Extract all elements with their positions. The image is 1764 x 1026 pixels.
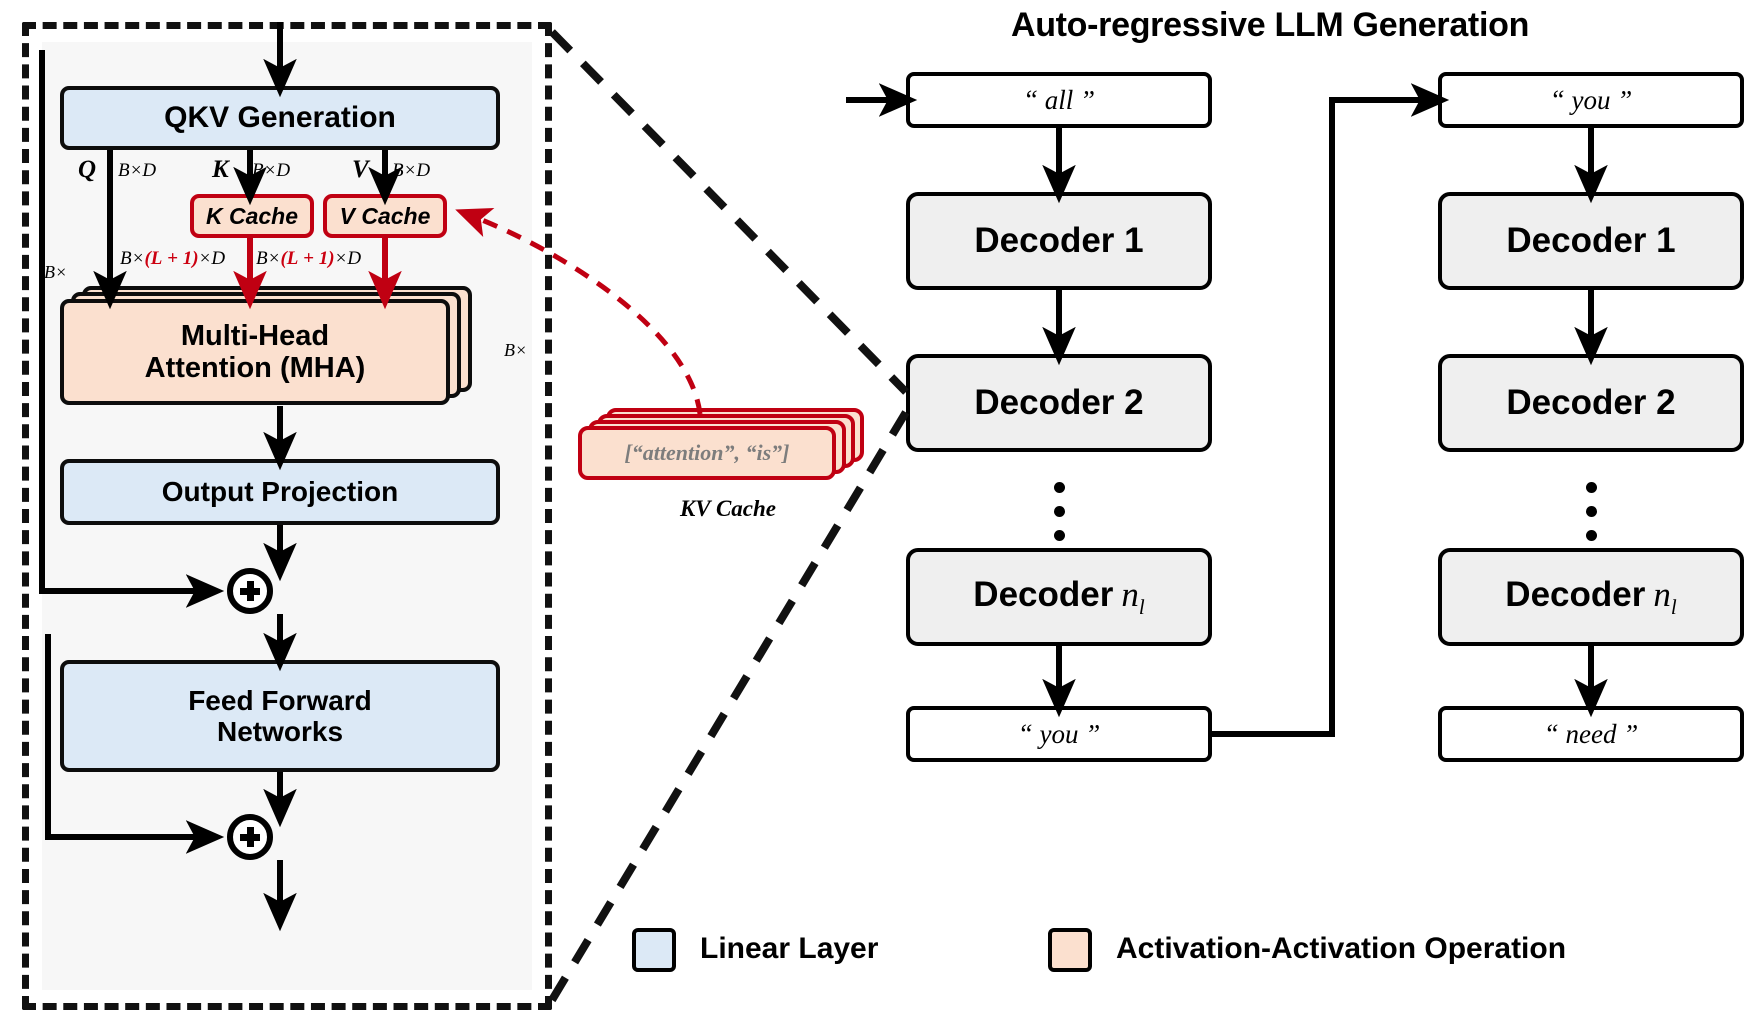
mha-label: Multi-Head Attention (MHA) (145, 320, 366, 385)
multi-head-attention-block[interactable]: Multi-Head Attention (MHA) (60, 299, 450, 405)
k-signal-label: K (212, 156, 229, 183)
legend-label-activation-op: Activation-Activation Operation (1116, 932, 1567, 965)
v-cache-label: V Cache (339, 202, 431, 229)
k-cache-label: K Cache (205, 202, 299, 229)
q-signal-label: Q (78, 156, 97, 183)
kv-batch-label: B× (504, 340, 528, 360)
kv-cache-content: [“attention”, “is”] (624, 440, 790, 465)
step1-decoder-nl-sub: l (1138, 594, 1145, 619)
step2-decoder-1-label: Decoder 1 (1506, 221, 1676, 260)
step2-decoder-nl-sub: l (1670, 594, 1677, 619)
v-cache-dim-label: B×(L + 1)×D (256, 248, 362, 269)
step2-decoder-ellipsis (1584, 482, 1598, 554)
kv-cache-caption: KV Cache (679, 496, 777, 521)
step2-decoder-nl-var: n (1653, 574, 1671, 614)
k-cache-dim-label: B×(L + 1)×D (120, 248, 226, 269)
transformer-panel-dashed-border (22, 22, 552, 1010)
mha-stack: Multi-Head Attention (MHA) (60, 286, 510, 406)
qkv-generation-label: QKV Generation (164, 101, 396, 135)
ffn-label-line1: Feed Forward (188, 684, 372, 716)
step2-decoder-1[interactable]: Decoder 1 (1438, 192, 1744, 290)
kv-cache-stack: [“attention”, “is”] (578, 408, 878, 488)
v-dim-label: B×D (392, 160, 431, 181)
k-cache-box[interactable]: K Cache (190, 194, 314, 238)
k-dim-label: B×D (252, 160, 291, 181)
legend-swatch-linear-layer (632, 928, 676, 972)
step1-decoder-2[interactable]: Decoder 2 (906, 354, 1212, 452)
ffn-label: Feed Forward Networks (188, 685, 372, 748)
step1-input-token-label: “ all ” (1022, 84, 1096, 115)
page-title: Auto-regressive LLM Generation (1010, 6, 1530, 44)
v-cache-box[interactable]: V Cache (323, 194, 447, 238)
step2-output-token[interactable]: “ need ” (1438, 706, 1744, 762)
residual-add-attention (227, 568, 273, 614)
step2-decoder-2-label: Decoder 2 (1506, 383, 1676, 422)
step1-decoder-nl-var: n (1121, 574, 1139, 614)
v-signal-label: V (352, 156, 369, 183)
mha-label-line1: Multi-Head (180, 319, 330, 352)
q-dim-label: B×D (118, 160, 157, 181)
step2-output-token-label: “ need ” (1543, 718, 1639, 749)
qkv-generation-block[interactable]: QKV Generation (60, 86, 500, 150)
step1-decoder-1[interactable]: Decoder 1 (906, 192, 1212, 290)
output-projection-label: Output Projection (161, 476, 399, 508)
output-projection-block[interactable]: Output Projection (60, 459, 500, 525)
step2-input-token[interactable]: “ you ” (1438, 72, 1744, 128)
residual-add-ffn (227, 814, 273, 860)
ffn-label-line2: Networks (216, 716, 344, 747)
feed-forward-networks-block[interactable]: Feed Forward Networks (60, 660, 500, 772)
step1-decoder-1-label: Decoder 1 (974, 221, 1144, 260)
kv-cache-box[interactable]: [“attention”, “is”] (578, 426, 836, 480)
legend-label-linear-layer: Linear Layer (700, 932, 879, 965)
step2-decoder-nl-prefix: Decoder (1505, 574, 1646, 614)
mha-label-line2: Attention (MHA) (144, 352, 366, 384)
step1-output-token-label: “ you ” (1017, 718, 1101, 749)
step1-decoder-2-label: Decoder 2 (974, 383, 1144, 422)
token-feedback-connector (1212, 83, 1450, 737)
legend-swatch-activation-op (1048, 928, 1092, 972)
step1-decoder-ellipsis (1052, 482, 1066, 554)
step1-decoder-nl-prefix: Decoder (973, 574, 1114, 614)
step1-input-token[interactable]: “ all ” (906, 72, 1212, 128)
step2-input-token-label: “ you ” (1549, 84, 1633, 115)
step2-decoder-2[interactable]: Decoder 2 (1438, 354, 1744, 452)
step1-output-token[interactable]: “ you ” (906, 706, 1212, 762)
mha-batch-label: B× (44, 262, 68, 282)
